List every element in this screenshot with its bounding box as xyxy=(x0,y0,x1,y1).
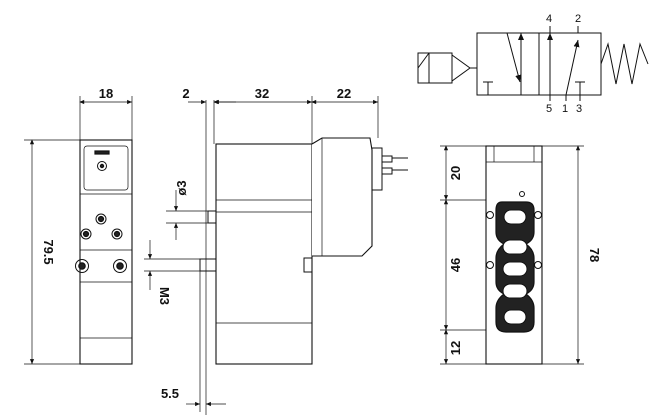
symbol-pilot-triangle xyxy=(451,54,471,82)
dim-lower-offset: 5.5 xyxy=(161,386,179,401)
bottom-view: 20 46 12 78 xyxy=(440,145,602,365)
dim-coil-length: 22 xyxy=(337,86,351,101)
symbol-port-2: 2 xyxy=(575,13,581,25)
side-connector xyxy=(371,147,383,191)
dim-front-width: 18 xyxy=(99,86,113,101)
symbol-port-3: 3 xyxy=(576,103,582,115)
bottom-port-holes xyxy=(502,209,528,325)
dim-total-height: 78 xyxy=(587,248,602,262)
symbol-port-1: 1 xyxy=(562,103,568,115)
front-screws xyxy=(75,213,127,273)
front-view: 18 79.5 xyxy=(24,86,133,365)
dim-front-height: 79.5 xyxy=(41,239,56,264)
side-view: 2 32 22 ø3 M3 5.5 xyxy=(144,86,408,415)
symbol-port-5: 5 xyxy=(546,103,552,115)
dim-body-length: 32 xyxy=(255,86,269,101)
side-port-fitting-lower xyxy=(199,258,217,272)
dim-offset: 2 xyxy=(182,86,189,101)
dim-port-diameter: ø3 xyxy=(174,180,189,195)
side-coil xyxy=(311,137,373,257)
symbol-solenoid-box xyxy=(417,52,453,84)
symbol-port-4: 4 xyxy=(546,13,552,25)
symbol-spring xyxy=(600,42,649,85)
dim-bottom-segment: 12 xyxy=(448,341,463,355)
front-body xyxy=(79,139,133,365)
side-body xyxy=(215,143,313,365)
side-port-fitting-upper xyxy=(207,210,217,224)
symbol-cell-left xyxy=(476,32,540,96)
bottom-mount-holes xyxy=(486,191,542,269)
dim-thread: M3 xyxy=(157,287,172,305)
front-cap xyxy=(83,145,129,191)
front-indicator xyxy=(97,161,107,171)
dim-mid-segment: 46 xyxy=(448,258,463,272)
pneumatic-symbol: 4 2 5 1 3 xyxy=(417,13,649,115)
symbol-cell-right xyxy=(538,32,602,96)
dim-top-segment: 20 xyxy=(448,166,463,180)
